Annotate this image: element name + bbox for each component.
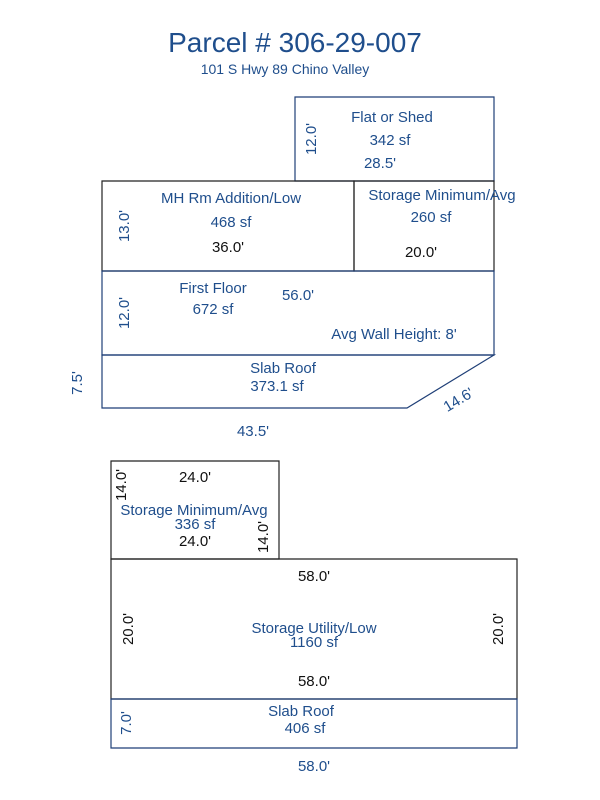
first-floor-width: 56.0'	[282, 287, 314, 304]
storage-min-left-depth: 14.0'	[113, 469, 130, 501]
mh-addition-depth: 13.0'	[116, 210, 133, 242]
flat-shed-area: 342 sf	[370, 132, 412, 149]
slab-roof-1-outline	[101, 354, 497, 409]
storage-util-bottom-width: 58.0'	[298, 673, 330, 690]
storage-min-area: 336 sf	[175, 516, 217, 533]
flat-shed-width: 28.5'	[364, 155, 396, 172]
storage-min-top-name: Storage Minimum/Avg	[368, 187, 515, 204]
slab-roof-2-bottom-width: 58.0'	[298, 758, 330, 775]
storage-util-right-depth: 20.0'	[490, 613, 507, 645]
page-title: Parcel # 306-29-007	[168, 27, 422, 58]
storage-min-top-area: 260 sf	[411, 209, 453, 226]
slab-roof-1-area: 373.1 sf	[250, 378, 304, 395]
storage-min-bottom-width-dim: 24.0'	[179, 533, 211, 550]
storage-util-left-depth: 20.0'	[120, 613, 137, 645]
slab-roof-2-outline	[110, 698, 518, 749]
first-floor-area: 672 sf	[193, 301, 235, 318]
slab-roof-1-bottom-width: 43.5'	[237, 423, 269, 440]
wall-height-note: Avg Wall Height: 8'	[331, 326, 457, 343]
mh-addition-name: MH Rm Addition/Low	[161, 190, 301, 207]
storage-min-right-depth: 14.0'	[255, 521, 272, 553]
storage-util-top-width: 58.0'	[298, 568, 330, 585]
slab-roof-1-diagonal: 14.6'	[441, 385, 477, 416]
mh-addition-width: 36.0'	[212, 239, 244, 256]
first-floor-depth: 12.0'	[116, 297, 133, 329]
slab-roof-1-name: Slab Roof	[250, 360, 317, 377]
storage-util-name: Storage Utility/Low	[251, 620, 376, 637]
slab-roof-2-area: 406 sf	[285, 720, 327, 737]
storage-util-area: 1160 sf	[290, 634, 339, 651]
flat-shed-name: Flat or Shed	[351, 109, 433, 126]
slab-roof-1-left-depth: 7.5'	[69, 371, 86, 395]
slab-roof-2-depth: 7.0'	[118, 711, 135, 735]
storage-min-top-width: 20.0'	[405, 244, 437, 261]
first-floor-name: First Floor	[179, 280, 247, 297]
slab-roof-2-name: Slab Roof	[268, 703, 335, 720]
storage-min-name: Storage Minimum/Avg	[120, 502, 267, 519]
storage-min-top-width-dim: 24.0'	[179, 469, 211, 486]
flat-shed-depth: 12.0'	[303, 123, 320, 155]
address-subtitle: 101 S Hwy 89 Chino Valley	[201, 61, 370, 77]
mh-addition-area: 468 sf	[211, 214, 253, 231]
